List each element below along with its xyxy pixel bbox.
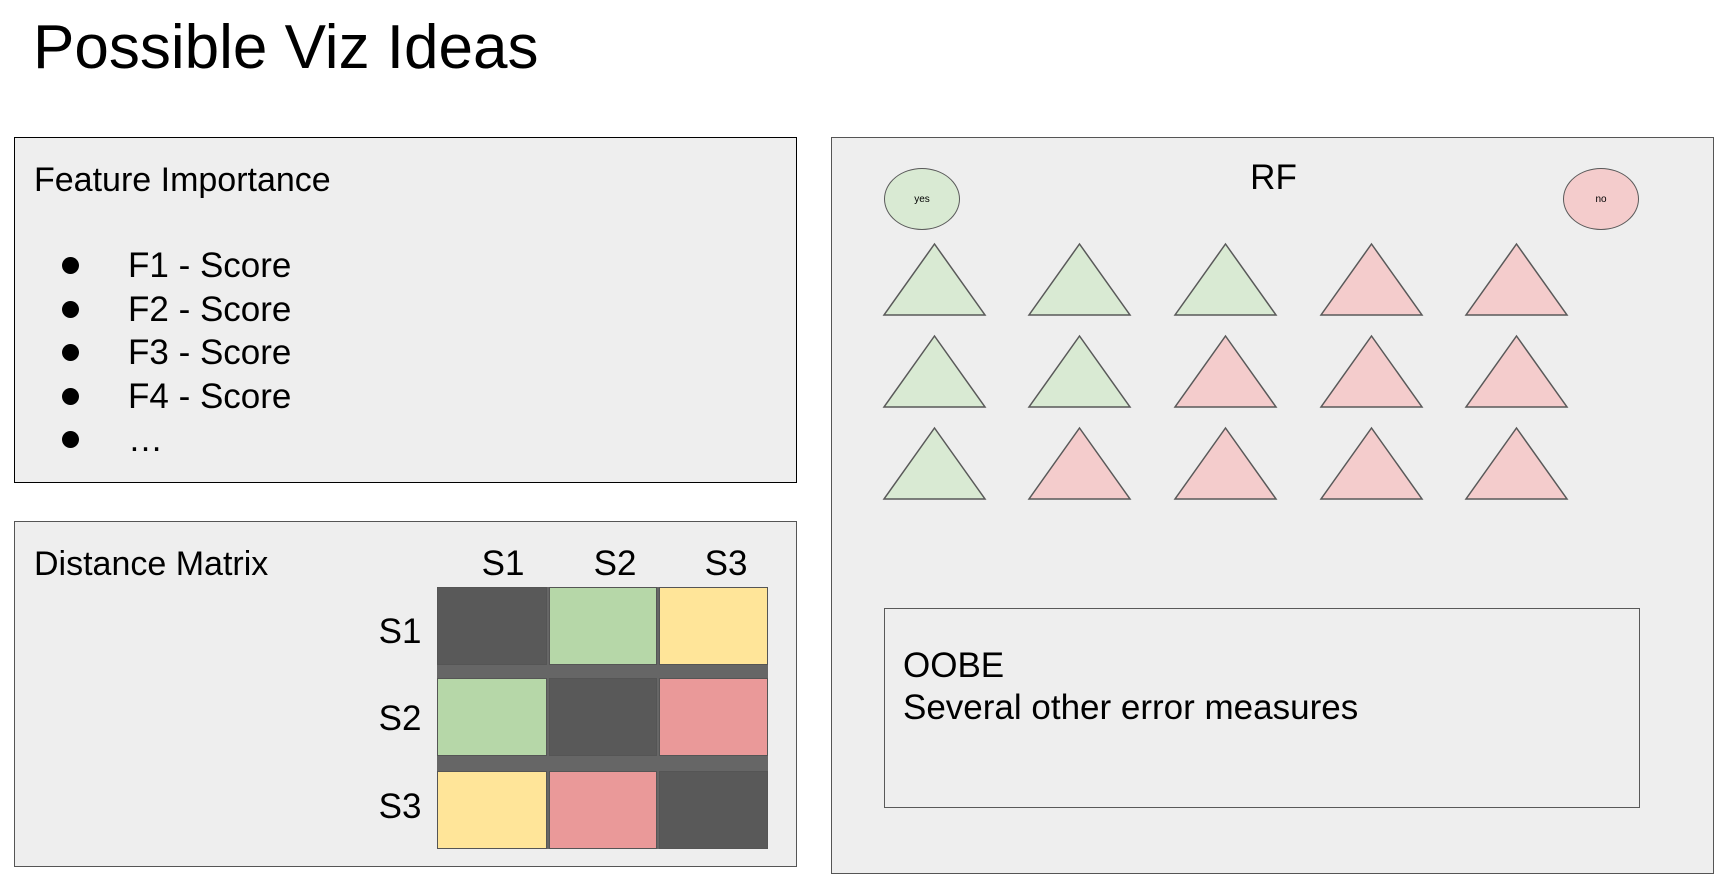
tree-yes-triangle-icon bbox=[882, 334, 987, 408]
bullet-icon bbox=[62, 344, 79, 361]
tree-no-triangle-icon bbox=[1319, 334, 1424, 408]
feature-importance-title: Feature Importance bbox=[34, 161, 331, 199]
tree-yes-triangle-icon bbox=[1173, 242, 1278, 316]
distance-matrix-panel: Distance Matrix S1 S2 S3 S1 S2 S3 bbox=[14, 521, 797, 867]
bullet-icon bbox=[62, 387, 79, 405]
error-measures-label: Several other error measures bbox=[903, 688, 1359, 727]
random-forest-panel: RF yes no OOBE Several other error measu… bbox=[831, 137, 1714, 874]
oobe-label: OOBE bbox=[903, 646, 1005, 685]
matrix-cell-s3-s3 bbox=[659, 771, 768, 849]
tree-yes-triangle-icon bbox=[882, 426, 987, 500]
tree-no-triangle-icon bbox=[1319, 426, 1424, 500]
matrix-cell-s2-s1 bbox=[437, 678, 547, 756]
tree-no-triangle-icon bbox=[1173, 334, 1278, 408]
tree-no-triangle-icon bbox=[1464, 426, 1569, 500]
column-header-s2: S2 bbox=[593, 544, 637, 583]
bullet-icon bbox=[62, 431, 79, 448]
matrix-cell-s3-s2 bbox=[549, 771, 657, 849]
yes-label: yes bbox=[914, 193, 930, 205]
bullet-icon bbox=[62, 300, 79, 318]
page-title: Possible Viz Ideas bbox=[33, 13, 539, 82]
matrix-cell-s1-s2 bbox=[549, 587, 657, 665]
column-header-s3: S3 bbox=[704, 544, 748, 583]
tree-yes-triangle-icon bbox=[882, 242, 987, 316]
bullet-icon bbox=[62, 257, 79, 274]
tree-yes-triangle-icon bbox=[1027, 242, 1132, 316]
tree-grid bbox=[882, 242, 1569, 500]
tree-no-triangle-icon bbox=[1464, 334, 1569, 408]
matrix-cell-s2-s2 bbox=[549, 678, 657, 756]
tree-no-triangle-icon bbox=[1173, 426, 1278, 500]
row-header-s2: S2 bbox=[378, 699, 422, 738]
tree-no-triangle-icon bbox=[1319, 242, 1424, 316]
rf-title: RF bbox=[1250, 158, 1297, 197]
feature-importance-panel: Feature Importance F1 - Score F2 - Score… bbox=[14, 137, 797, 483]
matrix-cell-s1-s1 bbox=[437, 587, 547, 665]
matrix-cell-s1-s3 bbox=[659, 587, 768, 665]
distance-matrix-grid bbox=[437, 587, 768, 849]
matrix-cell-s3-s1 bbox=[437, 771, 547, 849]
row-header-s3: S3 bbox=[378, 787, 422, 826]
no-legend-oval: no bbox=[1563, 168, 1639, 230]
tree-no-triangle-icon bbox=[1464, 242, 1569, 316]
no-label: no bbox=[1595, 193, 1607, 205]
row-header-s1: S1 bbox=[378, 612, 422, 651]
matrix-cell-s2-s3 bbox=[659, 678, 768, 756]
column-header-s1: S1 bbox=[481, 544, 525, 583]
yes-legend-oval: yes bbox=[884, 168, 960, 230]
distance-matrix-title: Distance Matrix bbox=[34, 545, 269, 583]
tree-no-triangle-icon bbox=[1027, 426, 1132, 500]
tree-yes-triangle-icon bbox=[1027, 334, 1132, 408]
oobe-box: OOBE Several other error measures bbox=[884, 608, 1640, 808]
